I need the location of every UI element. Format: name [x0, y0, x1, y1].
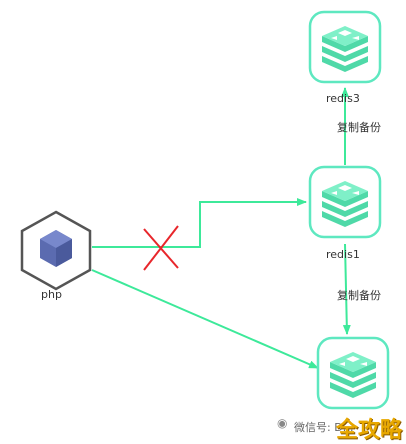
- redis-bottom-node-icon: [316, 336, 390, 410]
- edge-label-redis1-redis3: 复制备份: [337, 121, 381, 134]
- redis3-node-icon: [308, 10, 382, 84]
- edge-label-redis1-bottom: 复制备份: [337, 289, 381, 302]
- edge-php-to-redis-bottom: [91, 269, 319, 369]
- edge-redis1-to-redis-bottom: [342, 243, 351, 335]
- watermark-brand: 全攻略: [336, 418, 403, 443]
- php-node-icon: [20, 210, 92, 291]
- redis1-node-icon: [308, 165, 382, 239]
- php-label: php: [41, 288, 62, 301]
- redis1-label: redis1: [326, 248, 360, 261]
- edge-php-to-redis1: [92, 198, 307, 248]
- watermark-wechat-id: 微信号: D…: [294, 421, 354, 434]
- wechat-icon: ◉: [277, 416, 288, 430]
- redis3-label: redis3: [326, 92, 360, 105]
- cross-icon: [143, 225, 179, 271]
